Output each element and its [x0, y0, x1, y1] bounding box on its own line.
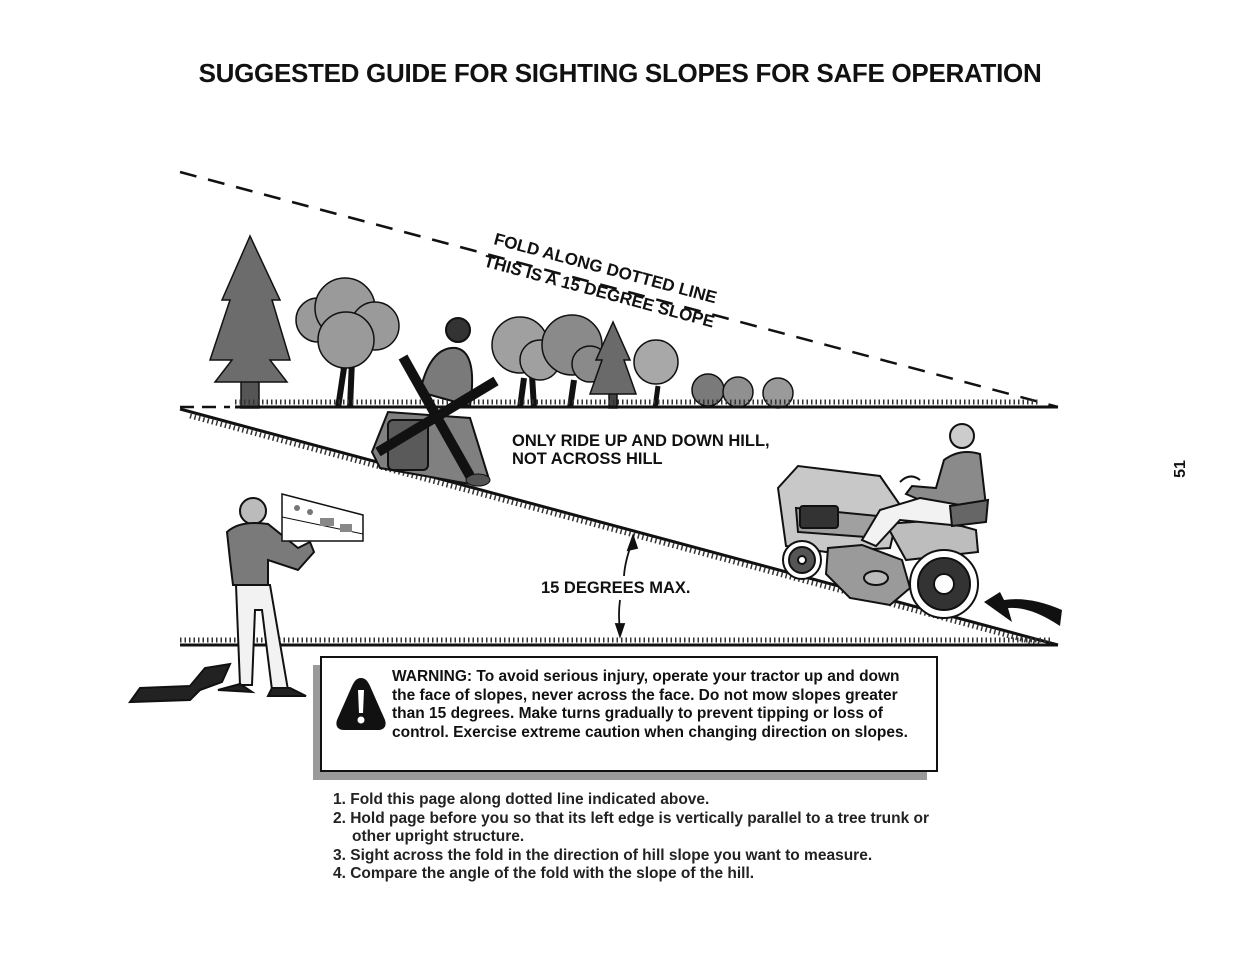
instruction-steps: 1. Fold this page along dotted line indi… [333, 791, 953, 884]
step-item: 2. Hold page before you so that its left… [333, 809, 930, 846]
hill-slope-line [179, 407, 1059, 647]
step-item: 1. Fold this page along dotted line indi… [333, 791, 710, 808]
angle-indicator [614, 533, 639, 639]
bushes [691, 373, 794, 409]
page-title: SUGGESTED GUIDE FOR SIGHTING SLOPES FOR … [198, 58, 1042, 88]
uphill-direction-arrow [984, 592, 1062, 626]
step-item: 3. Sight across the fold in the directio… [333, 846, 873, 864]
round-tree-1 [295, 277, 400, 409]
tree-line [208, 234, 794, 409]
folded-page-sheet [281, 493, 364, 542]
pine-tree-left [208, 234, 292, 409]
ride-instruction-text: ONLY RIDE UP AND DOWN HILL, NOT ACROSS H… [512, 432, 770, 468]
warning-text: WARNING: To avoid serious injury, operat… [392, 668, 908, 741]
tractor-across-hill-crossed [370, 317, 499, 487]
round-tree-4 [633, 339, 679, 409]
angle-label: 15 DEGREES MAX. [541, 579, 691, 597]
warning-triangle-icon [336, 678, 386, 730]
step-item: 4. Compare the angle of the fold with th… [333, 865, 755, 883]
fold-dotted-line [179, 170, 1059, 409]
warning-box: WARNING: To avoid serious injury, operat… [320, 656, 938, 772]
ride-direction-instruction: ONLY RIDE UP AND DOWN HILL, NOT ACROSS H… [512, 432, 770, 468]
tractor-up-hill [776, 423, 990, 619]
person-sighting-slope [128, 493, 364, 704]
